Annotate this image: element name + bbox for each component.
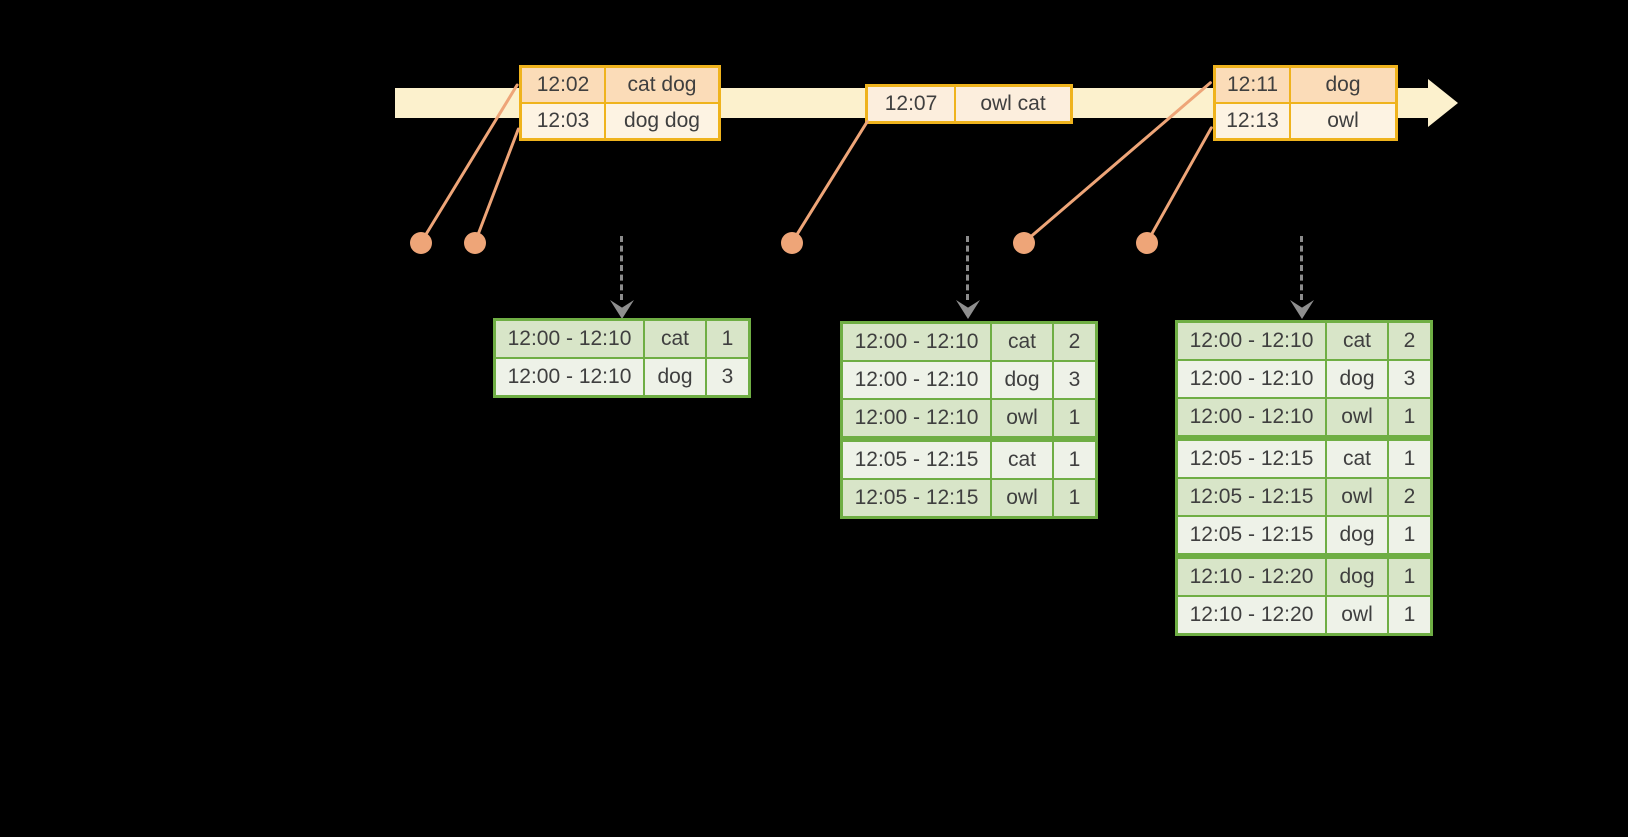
word-cell: cat [992, 324, 1052, 360]
word-cell: owl [1327, 479, 1387, 515]
word-cell: dog [1327, 361, 1387, 397]
event-dot [410, 232, 432, 254]
count-cell: 3 [1054, 362, 1095, 398]
words-cell: dog [1291, 68, 1395, 102]
window-cell: 12:05 - 12:15 [843, 480, 990, 516]
window-cell: 12:10 - 12:20 [1178, 597, 1325, 633]
count-cell: 1 [1389, 517, 1430, 553]
dashed-arrow-head-icon [1290, 300, 1314, 319]
timeline-arrow-head-icon [1428, 79, 1458, 127]
dashed-arrow-head-icon [610, 300, 634, 319]
word-cell: dog [1327, 517, 1387, 553]
window-cell: 12:00 - 12:10 [843, 324, 990, 360]
connector-line [1145, 125, 1214, 244]
count-cell: 2 [1389, 323, 1430, 359]
word-cell: owl [1327, 399, 1387, 435]
window-cell: 12:05 - 12:15 [1178, 479, 1325, 515]
count-cell: 1 [1054, 442, 1095, 478]
count-cell: 1 [1054, 400, 1095, 436]
window-cell: 12:05 - 12:15 [1178, 517, 1325, 553]
dashed-arrow-line [1300, 236, 1303, 300]
word-cell: dog [1327, 559, 1387, 595]
words-cell: cat dog [606, 68, 718, 102]
time-cell: 12:02 [522, 68, 604, 102]
dashed-arrow-line [620, 236, 623, 300]
count-cell: 3 [1389, 361, 1430, 397]
window-cell: 12:10 - 12:20 [1178, 559, 1325, 595]
count-cell: 1 [1389, 597, 1430, 633]
event-dot [781, 232, 803, 254]
window-cell: 12:00 - 12:10 [496, 321, 643, 357]
window-cell: 12:05 - 12:15 [1178, 441, 1325, 477]
count-cell: 2 [1054, 324, 1095, 360]
count-cell: 1 [1389, 559, 1430, 595]
count-cell: 1 [707, 321, 748, 357]
time-cell: 12:03 [522, 104, 604, 138]
window-cell: 12:00 - 12:10 [496, 359, 643, 395]
dashed-arrow-head-icon [956, 300, 980, 319]
count-cell: 3 [707, 359, 748, 395]
window-cell: 12:05 - 12:15 [843, 442, 990, 478]
dashed-arrow-line [966, 236, 969, 300]
window-cell: 12:00 - 12:10 [1178, 361, 1325, 397]
word-cell: cat [1327, 441, 1387, 477]
word-cell: dog [992, 362, 1052, 398]
event-dot [1136, 232, 1158, 254]
window-cell: 12:00 - 12:10 [843, 362, 990, 398]
event-dot [1013, 232, 1035, 254]
connector-line [790, 119, 870, 244]
count-cell: 1 [1054, 480, 1095, 516]
word-cell: owl [992, 400, 1052, 436]
window-cell: 12:00 - 12:10 [1178, 399, 1325, 435]
count-cell: 1 [1389, 399, 1430, 435]
time-cell: 12:13 [1216, 104, 1289, 138]
word-cell: cat [645, 321, 705, 357]
count-cell: 1 [1389, 441, 1430, 477]
time-cell: 12:11 [1216, 68, 1289, 102]
word-cell: owl [1327, 597, 1387, 633]
words-cell: owl cat [956, 87, 1070, 121]
words-cell: dog dog [606, 104, 718, 138]
word-cell: dog [645, 359, 705, 395]
window-cell: 12:00 - 12:10 [843, 400, 990, 436]
count-cell: 2 [1389, 479, 1430, 515]
word-cell: cat [992, 442, 1052, 478]
word-cell: owl [992, 480, 1052, 516]
word-cell: cat [1327, 323, 1387, 359]
time-cell: 12:07 [868, 87, 954, 121]
event-dot [464, 232, 486, 254]
words-cell: owl [1291, 104, 1395, 138]
window-cell: 12:00 - 12:10 [1178, 323, 1325, 359]
